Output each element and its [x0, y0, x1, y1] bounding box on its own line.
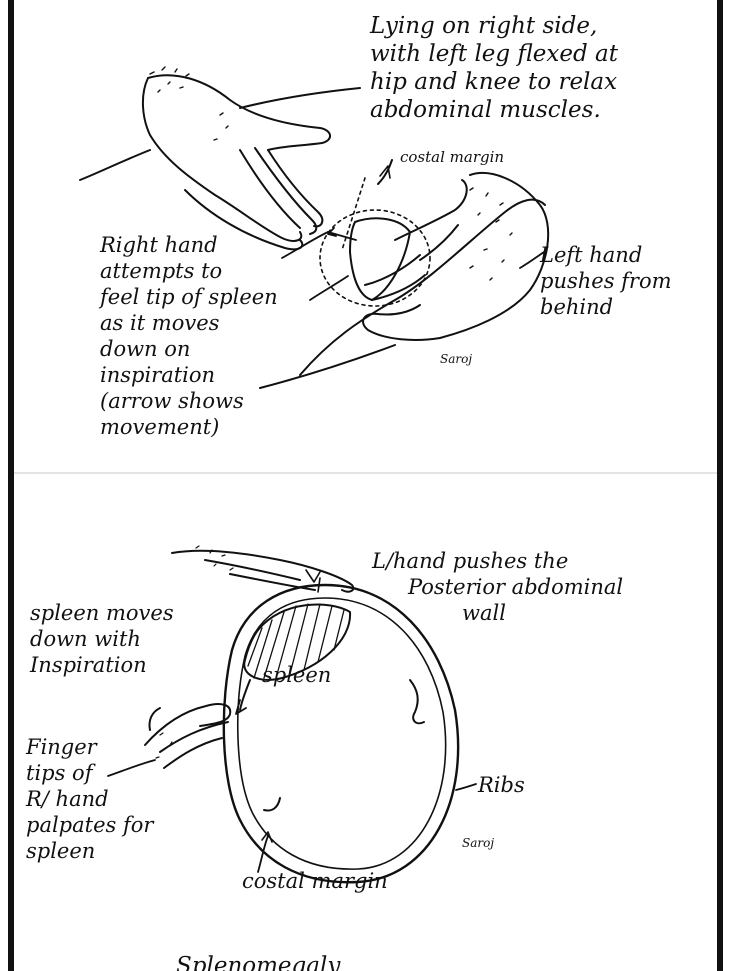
fingertips-note-line: tips of: [26, 760, 153, 786]
pushes-note-line: L/hand pushes the: [372, 548, 623, 574]
ribs-label: Ribs: [478, 772, 525, 798]
right-hand-note-line: as it moves: [100, 310, 278, 336]
position-note: Lying on right side, with left leg flexe…: [370, 12, 618, 124]
right-hand-note-line: movement): [100, 414, 278, 440]
position-note-line: with left leg flexed at: [370, 40, 618, 68]
right-hand-note-line: inspiration: [100, 362, 278, 388]
left-hand-note-line: Left hand: [540, 242, 672, 268]
right-hand-note-line: down on: [100, 336, 278, 362]
pushes-note-line: wall: [372, 600, 623, 626]
pushes-posterior-note: L/hand pushes the Posterior abdominal wa…: [372, 548, 623, 626]
pushes-note-line: Posterior abdominal: [372, 574, 623, 600]
right-hand-note-line: Right hand: [100, 232, 278, 258]
moves-note-line: down with: [30, 626, 174, 652]
footer-clip: Splenomegaly: [0, 950, 732, 971]
spleen-moves-note: spleen moves down with Inspiration: [30, 600, 174, 678]
spleen-bottom-drawing: [236, 604, 350, 714]
moves-note-line: Inspiration: [30, 652, 174, 678]
position-note-line: Lying on right side,: [370, 12, 618, 40]
fingertips-note-line: spleen: [26, 838, 153, 864]
fingertips-note-line: Finger: [26, 734, 153, 760]
fingertips-note: Finger tips of R/ hand palpates for sple…: [26, 734, 153, 864]
left-hand-note-line: pushes from: [540, 268, 672, 294]
fingertips-note-line: R/ hand: [26, 786, 153, 812]
right-hand-note-line: feel tip of spleen: [100, 284, 278, 310]
right-hand-note-line: attempts to: [100, 258, 278, 284]
artist-signature-top: Saroj: [440, 352, 472, 366]
artist-signature-bottom: Saroj: [462, 836, 494, 850]
right-hand-note: Right hand attempts to feel tip of splee…: [100, 232, 278, 440]
moves-note-line: spleen moves: [30, 600, 174, 626]
costal-margin-label-top: costal margin: [400, 148, 504, 166]
fingertips-note-line: palpates for: [26, 812, 153, 838]
left-hand-note-line: behind: [540, 294, 672, 320]
position-note-line: abdominal muscles.: [370, 96, 618, 124]
position-note-line: hip and knee to relax: [370, 68, 618, 96]
spleen-label: spleen: [262, 662, 331, 688]
costal-margin-label-bottom: costal margin: [242, 868, 388, 894]
right-hand-note-line: (arrow shows: [100, 388, 278, 414]
left-hand-note: Left hand pushes from behind: [540, 242, 672, 320]
footer-partial-text: Splenomegaly: [176, 952, 340, 971]
right-hand-fingers-drawing: [145, 704, 230, 768]
